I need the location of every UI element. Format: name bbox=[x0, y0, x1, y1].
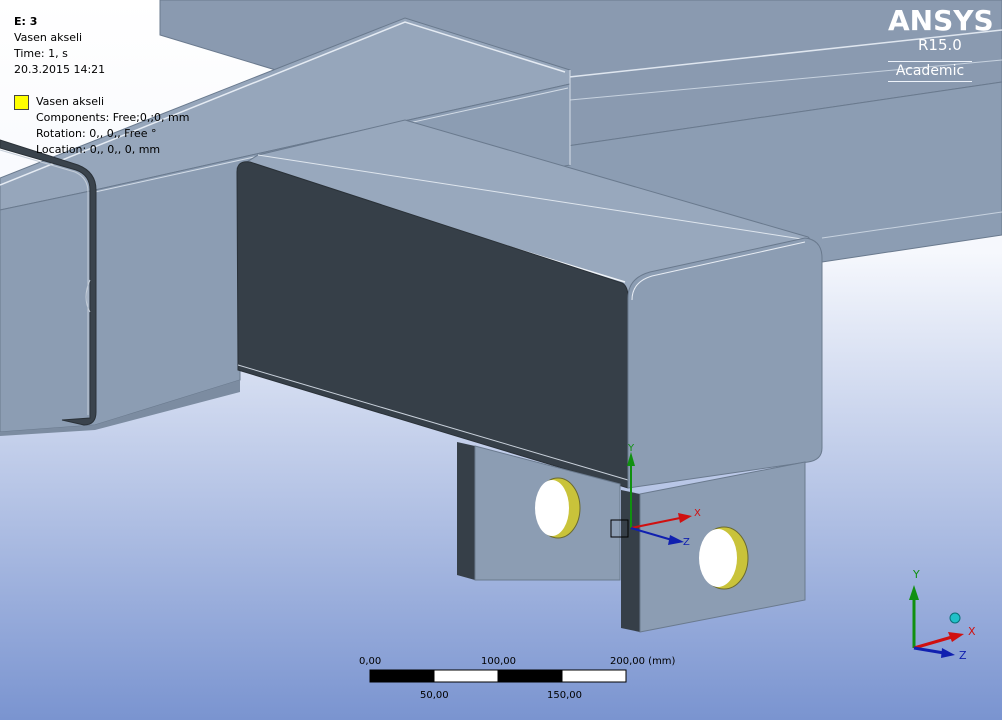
global-triad[interactable] bbox=[909, 585, 964, 658]
triad-y-arrow bbox=[909, 585, 919, 600]
analysis-title: E: 3 bbox=[14, 15, 38, 28]
local-z-label: Z bbox=[683, 537, 690, 548]
scale-bar bbox=[369, 669, 627, 683]
lug-right-hole-inner bbox=[699, 529, 737, 587]
left-tube-end bbox=[0, 139, 97, 426]
local-coordinate-system bbox=[610, 452, 692, 545]
scale-label-200: 200,00 (mm) bbox=[610, 656, 676, 667]
triad-z-arrow bbox=[941, 648, 955, 658]
tube-side-lower-edge bbox=[237, 364, 629, 481]
local-z-arrow bbox=[668, 535, 684, 545]
remote-point-marker bbox=[610, 519, 629, 538]
lug-right-side bbox=[621, 490, 640, 632]
lug-left-side bbox=[457, 442, 475, 580]
lug-left-hole-inner bbox=[535, 480, 569, 536]
triad-z-axis bbox=[913, 646, 945, 655]
legend-name: Vasen akseli bbox=[36, 95, 105, 108]
tube-end-edge bbox=[631, 241, 806, 301]
triad-x-axis bbox=[913, 635, 953, 650]
local-y-label: Y bbox=[627, 443, 635, 454]
analysis-name: Vasen akseli bbox=[14, 31, 83, 44]
local-x-arrow bbox=[678, 513, 692, 523]
left-arc bbox=[85, 279, 91, 313]
long-beam-edge bbox=[0, 21, 566, 186]
long-beam-bottom bbox=[0, 380, 240, 436]
legend-components: Components: Free;0,;0, mm bbox=[36, 111, 190, 124]
legend-rotation: Rotation: 0,, 0,, Free ° bbox=[36, 127, 157, 140]
rear-beam-edge2 bbox=[569, 59, 1002, 101]
analysis-timestamp: 20.3.2015 14:21 bbox=[14, 63, 106, 76]
analysis-time: Time: 1, s bbox=[14, 47, 68, 60]
scale-label-50: 50,00 bbox=[420, 690, 449, 701]
local-z-axis bbox=[630, 527, 673, 541]
triad-x-label: X bbox=[968, 625, 976, 638]
tube-end-face bbox=[627, 237, 823, 489]
left-tube-inner bbox=[0, 149, 89, 415]
legend-color-swatch bbox=[14, 95, 29, 110]
scale-label-150: 150,00 bbox=[547, 690, 582, 701]
ansys-version: R15.0 bbox=[918, 36, 962, 54]
triad-x-arrow bbox=[948, 632, 964, 642]
rear-beam-edge bbox=[559, 29, 1002, 79]
triad-iso-ball[interactable] bbox=[949, 612, 961, 624]
scale-seg-4 bbox=[561, 669, 627, 683]
frame-geometry[interactable] bbox=[0, 0, 1002, 633]
scale-label-100: 100,00 bbox=[481, 656, 516, 667]
scale-seg-2 bbox=[433, 669, 499, 683]
legend-location: Location: 0,, 0,, 0, mm bbox=[36, 143, 161, 156]
local-x-axis bbox=[630, 517, 681, 529]
local-y-arrow bbox=[627, 452, 635, 466]
tube-top-edge2 bbox=[257, 154, 809, 241]
ansys-edition: Academic bbox=[888, 61, 972, 82]
triad-y-label: Y bbox=[912, 568, 920, 581]
ansys-logo: ANSYS bbox=[888, 4, 994, 37]
local-x-label: X bbox=[694, 508, 701, 519]
triad-z-label: Z bbox=[959, 649, 967, 662]
rear-beam-edge3 bbox=[821, 211, 1002, 239]
scale-seg-3 bbox=[497, 669, 563, 683]
scale-label-0: 0,00 bbox=[359, 656, 382, 667]
scale-seg-1 bbox=[369, 669, 435, 683]
